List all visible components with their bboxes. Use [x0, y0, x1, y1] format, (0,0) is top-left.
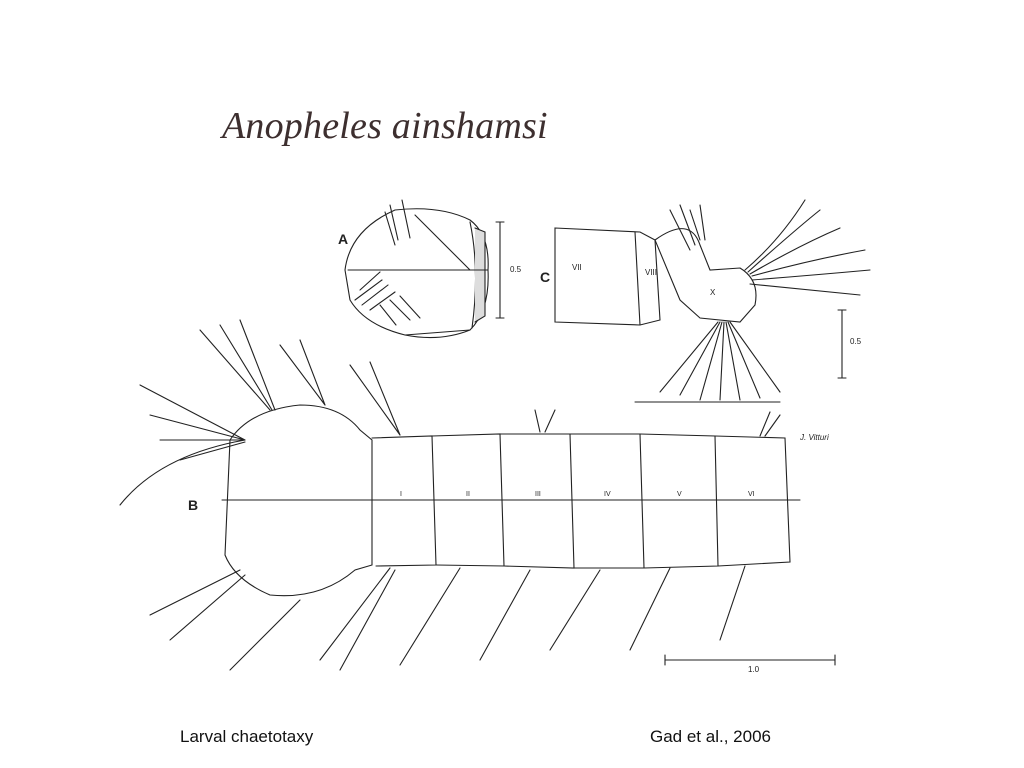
segment-vi-label: VI: [748, 491, 755, 498]
panel-c-terminal-segments: [554, 199, 871, 403]
segment-ii-label: II: [466, 491, 470, 498]
segment-iv-label: IV: [604, 491, 611, 498]
panel-a-scale: 0.5: [510, 265, 522, 274]
slide-title: Anopheles ainshamsi: [222, 105, 548, 147]
panel-a-label: A: [338, 231, 348, 247]
panel-c-label: C: [540, 269, 550, 285]
segment-v-label: V: [677, 491, 682, 498]
panel-b-label: B: [188, 497, 198, 513]
caption-larval-chaetotaxy: Larval chaetotaxy: [180, 727, 314, 746]
panel-c-scale: 0.5: [850, 337, 862, 346]
segment-iii-label: III: [535, 491, 541, 498]
segment-viii-label: VIII: [645, 268, 657, 277]
panel-a-head: [344, 199, 505, 339]
caption-citation: Gad et al., 2006: [650, 727, 771, 746]
panel-b-scale: 1.0: [748, 665, 760, 674]
segment-i-label: I: [400, 491, 402, 498]
artist-signature: J. Vitturi: [799, 433, 829, 442]
segment-vii-label: VII: [572, 263, 582, 272]
panel-b-body: [119, 319, 836, 671]
segment-x-label: X: [710, 288, 716, 297]
